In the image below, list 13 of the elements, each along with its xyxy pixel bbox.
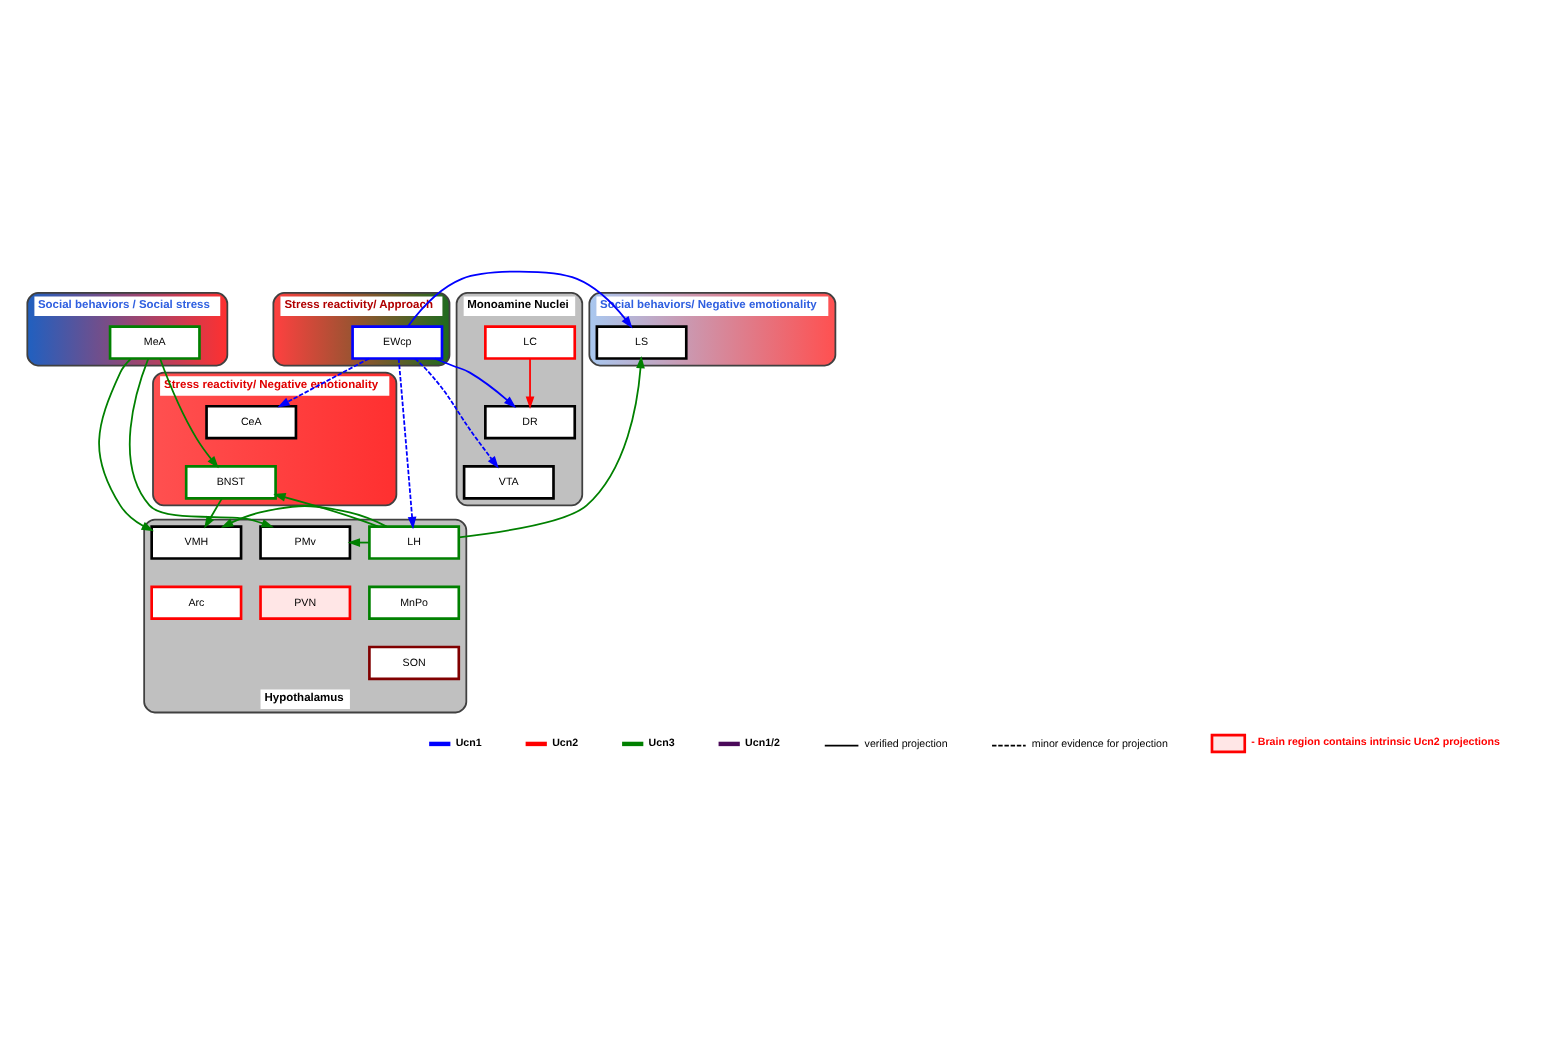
- arrow: [433, 357, 517, 408]
- arrow: [128, 357, 274, 528]
- arrow: [407, 270, 633, 329]
- arrow: [273, 493, 380, 528]
- arrow: [220, 505, 388, 528]
- arrow: [98, 357, 154, 532]
- arrow: [277, 357, 370, 408]
- arrow: [159, 357, 219, 469]
- arrow: [458, 355, 645, 539]
- arrow: [204, 497, 223, 529]
- arrow: [525, 357, 535, 409]
- arrow: [397, 357, 417, 530]
- arrow: [414, 357, 499, 469]
